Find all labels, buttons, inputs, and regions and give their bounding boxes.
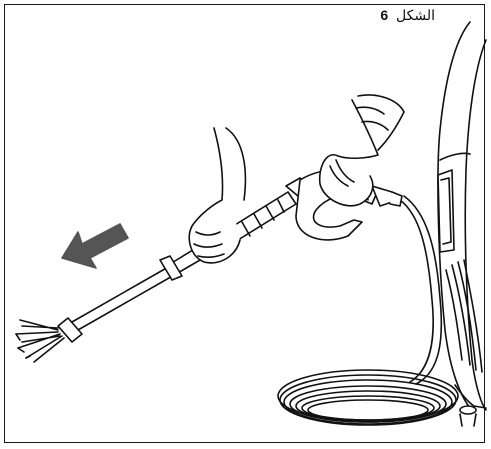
- nozzle-spray: [16, 320, 64, 362]
- pressure-washer-machine: [438, 22, 486, 426]
- left-gloved-hand: [189, 128, 245, 263]
- right-gloved-hand: [320, 95, 404, 206]
- direction-arrow-icon: [62, 224, 128, 268]
